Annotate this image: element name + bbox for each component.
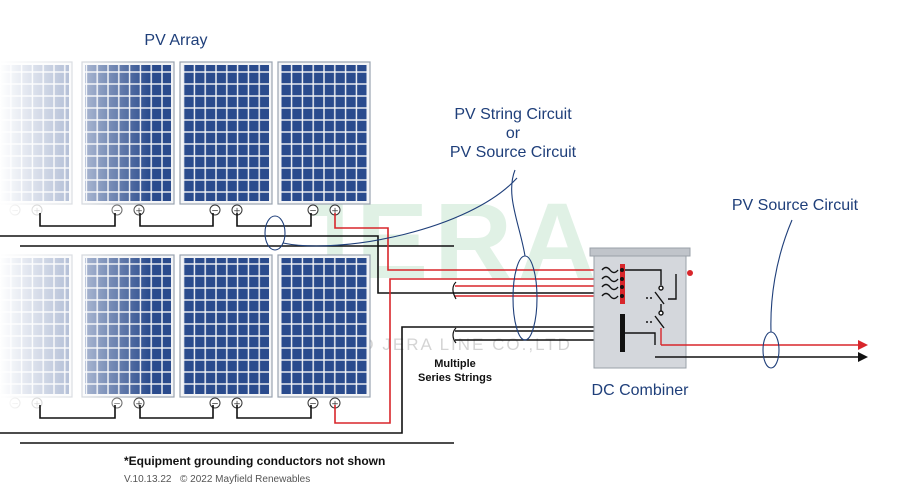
dc-combiner-box bbox=[589, 247, 693, 369]
negative-terminal bbox=[209, 204, 221, 216]
panel-cells bbox=[281, 258, 367, 394]
source-circuit-ellipse bbox=[264, 215, 286, 251]
multiple-strings-label-line1: Multiple bbox=[434, 358, 476, 370]
solar-panel: −+ bbox=[277, 61, 371, 217]
dc-combiner-label: DC Combiner bbox=[592, 382, 690, 399]
string-circuit-label-line1: PV String Circuit bbox=[454, 106, 572, 123]
output-circuit-ellipse bbox=[762, 331, 780, 369]
footnote: *Equipment grounding conductors not show… bbox=[124, 454, 385, 468]
negative-busbar bbox=[620, 314, 625, 352]
solar-panel: −+ bbox=[277, 254, 371, 410]
output-conductors bbox=[655, 340, 868, 362]
source-circuit-leader bbox=[282, 177, 518, 247]
pv-array-title: PV Array bbox=[144, 32, 207, 49]
positive-busbar bbox=[620, 264, 625, 304]
negative-conductors bbox=[0, 235, 598, 444]
callouts bbox=[264, 169, 793, 369]
string-break-marks bbox=[452, 281, 457, 344]
panel-cells bbox=[281, 65, 367, 201]
ground-terminal bbox=[687, 270, 693, 276]
source-circuit-label: PV Source Circuit bbox=[732, 197, 859, 214]
negative-terminal-symbol: − bbox=[211, 400, 219, 410]
positive-conductors bbox=[334, 213, 610, 424]
positive-terminal-symbol: + bbox=[233, 207, 241, 217]
version-label: V.10.13.22 bbox=[124, 474, 172, 485]
negative-terminal-symbol: − bbox=[211, 207, 219, 217]
negative-terminal-symbol: − bbox=[309, 400, 317, 410]
top-row-series-links bbox=[39, 213, 312, 227]
copyright-label: © 2022 Mayfield Renewables bbox=[180, 474, 310, 485]
bottom-row-series-links bbox=[39, 405, 312, 419]
multiple-strings-label-line2: Series Strings bbox=[418, 372, 492, 384]
string-circuit-label-line2: or bbox=[506, 125, 521, 142]
positive-terminal-symbol: + bbox=[331, 400, 339, 410]
negative-terminal bbox=[307, 204, 319, 216]
panel-cells bbox=[183, 258, 269, 394]
output-circuit-leader bbox=[770, 219, 793, 333]
panel-cells bbox=[183, 65, 269, 201]
positive-terminal-symbol: + bbox=[233, 400, 241, 410]
disconnect-switch bbox=[625, 269, 677, 329]
array-fade-overlay bbox=[0, 55, 150, 420]
solar-panel: −+ bbox=[179, 61, 273, 217]
negative-terminal-symbol: − bbox=[309, 207, 317, 217]
string-circuit-leader bbox=[511, 169, 526, 257]
string-circuit-label-line3: PV Source Circuit bbox=[450, 144, 577, 161]
positive-terminal-symbol: + bbox=[331, 207, 339, 217]
solar-panel: −+ bbox=[179, 254, 273, 410]
